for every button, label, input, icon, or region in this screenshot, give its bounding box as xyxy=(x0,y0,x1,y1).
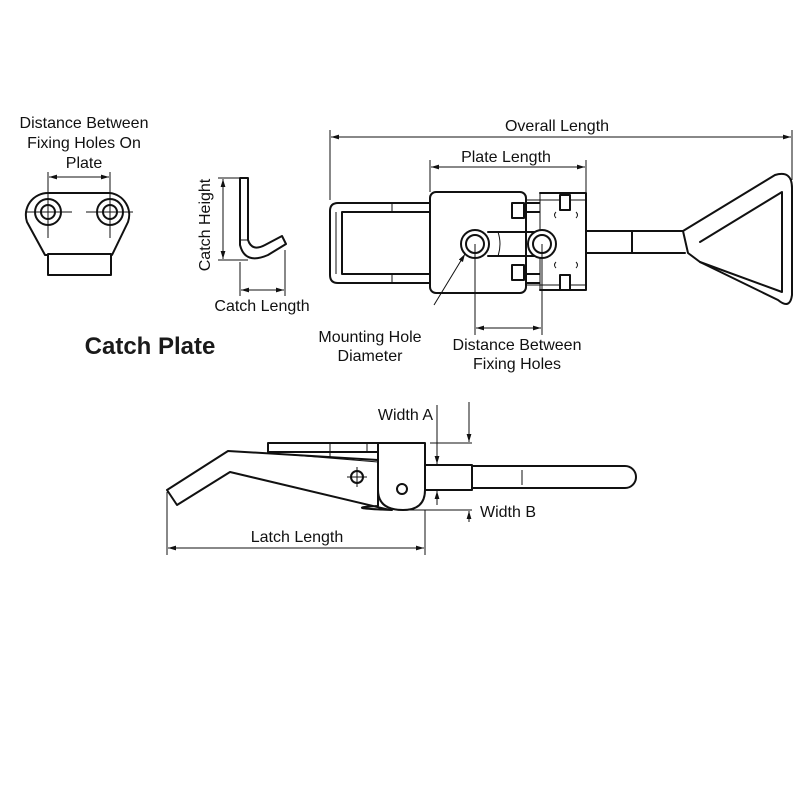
catch-profile-drawing xyxy=(218,177,287,296)
mounting-hole-label-line1: Mounting Hole xyxy=(318,329,421,346)
catch-plate-front-drawing xyxy=(24,172,133,276)
hole-distance-plate-label-line3: Plate xyxy=(66,155,103,172)
catch-length-label: Catch Length xyxy=(214,298,309,315)
overall-length-label: Overall Length xyxy=(505,118,609,135)
hole-distance-plate-label-line1: Distance Between xyxy=(20,115,149,132)
width-b-label: Width B xyxy=(480,504,536,521)
latch-top-view-drawing xyxy=(329,130,793,335)
plate-length-label: Plate Length xyxy=(461,149,551,166)
catch-height-label: Catch Height xyxy=(197,178,214,271)
mounting-hole-label-line2: Diameter xyxy=(338,348,404,365)
fixing-holes-label-line1: Distance Between xyxy=(453,337,582,354)
fixing-holes-label-line2: Fixing Holes xyxy=(473,356,561,373)
latch-side-view-drawing xyxy=(166,402,637,555)
catch-plate-title: Catch Plate xyxy=(85,333,216,360)
hole-distance-plate-label-line2: Fixing Holes On xyxy=(27,135,141,152)
latch-length-label: Latch Length xyxy=(251,529,344,546)
width-a-label: Width A xyxy=(378,407,433,424)
